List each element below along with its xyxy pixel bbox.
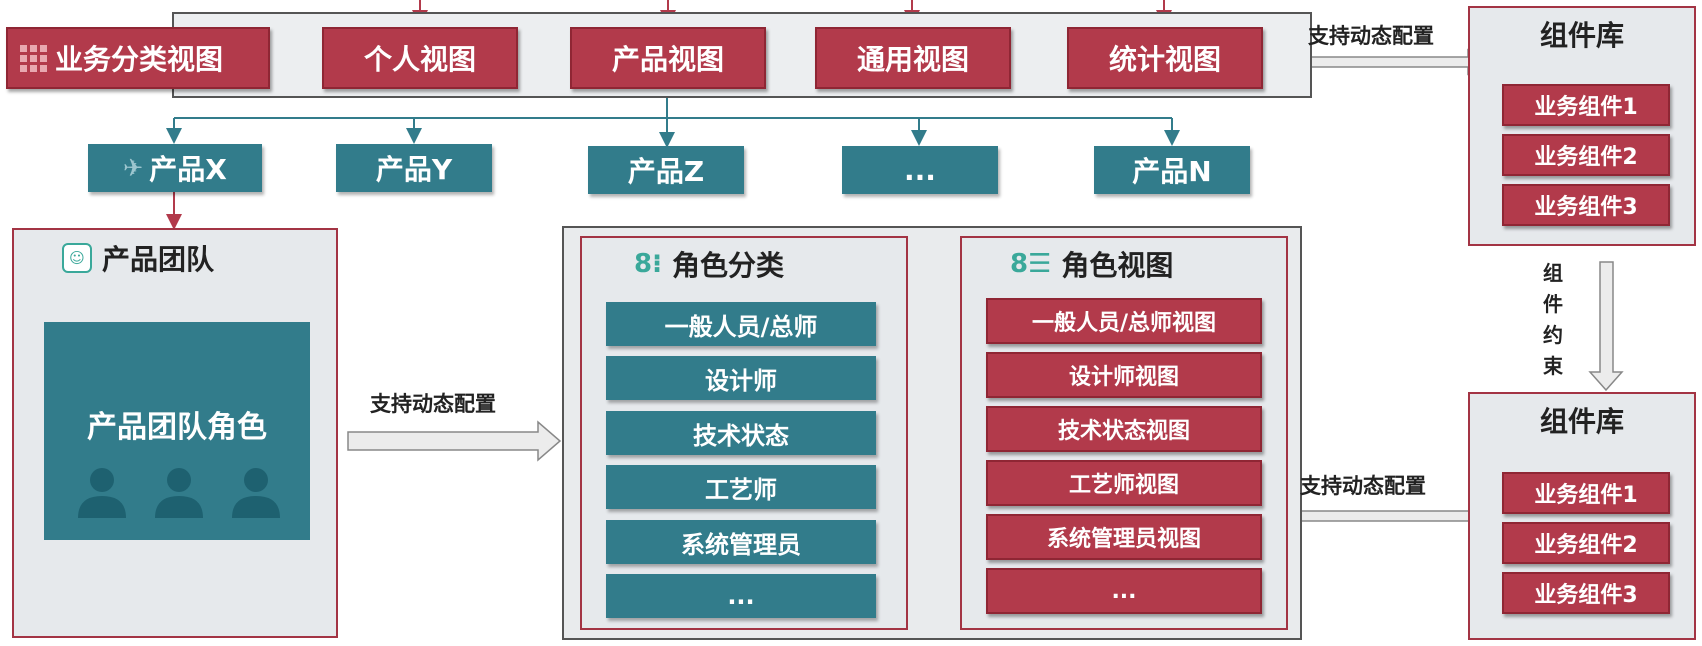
product-y: 产品Y (336, 144, 492, 192)
role-views-panel: 8☰ 角色视图 一般人员/总师视图 设计师视图 技术状态视图 工艺师视图 系统管… (960, 236, 1288, 630)
role-class-item: ... (606, 574, 876, 618)
product-team-role-label: 产品团队角色 (87, 410, 267, 445)
product-n: 产品N (1094, 146, 1250, 194)
personal-view-label: 个人视图 (363, 43, 476, 76)
product-ellipsis: ... (842, 146, 998, 194)
business-classification-label: 业务分类视图 (55, 43, 224, 76)
personal-view: 个人视图 (322, 27, 518, 89)
statistics-view-label: 统计视图 (1108, 43, 1221, 76)
role-class-item: 技术状态 (606, 411, 876, 455)
role-class-item: 设计师 (606, 356, 876, 400)
role-views-header: 8☰ 角色视图 (1010, 244, 1173, 284)
business-component-3: 业务组件3 (1502, 184, 1670, 226)
component-library-bottom: 组件库 业务组件1 业务组件2 业务组件3 (1468, 392, 1696, 640)
role-view-item: 工艺师视图 (986, 460, 1262, 506)
product-view-label: 产品视图 (611, 43, 724, 76)
business-component-1: 业务组件1 (1502, 84, 1670, 126)
product-x-label: 产品X (149, 153, 227, 186)
double-arrow-top (1288, 48, 1487, 76)
person-icon (232, 468, 280, 518)
business-component-1: 业务组件1 (1502, 472, 1670, 514)
arrow-component-constraint (1588, 261, 1624, 392)
role-classification-title: 角色分类 (671, 249, 784, 282)
role-classification-panel: 8⁝ 角色分类 一般人员/总师 设计师 技术状态 工艺师 系统管理员 ... (580, 236, 908, 630)
double-arrow-bottom (1276, 503, 1488, 529)
component-library-top-title: 组件库 (1539, 19, 1624, 52)
grid-icon (20, 44, 47, 72)
role-view-item: 设计师视图 (986, 352, 1262, 398)
role-classification-icon: 8⁝ (634, 249, 662, 279)
role-view-item: 系统管理员视图 (986, 514, 1262, 560)
product-team-role-box: 产品团队角色 (44, 322, 310, 540)
general-view-label: 通用视图 (856, 43, 969, 76)
dynamic-config-label-bottom: 支持动态配置 (1300, 474, 1426, 498)
dynamic-config-label-top: 支持动态配置 (1308, 24, 1434, 48)
component-constraint-label: 组 件 约 束 (1543, 261, 1563, 378)
role-views-title: 角色视图 (1061, 249, 1174, 282)
role-class-item: 一般人员/总师 (606, 302, 876, 346)
product-team-title: 产品团队 (102, 243, 215, 276)
product-view: 产品视图 (570, 27, 766, 89)
statistics-view: 统计视图 (1067, 27, 1263, 89)
role-views-icon: 8☰ (1010, 249, 1052, 279)
business-classification-view: 业务分类视图 (6, 27, 270, 89)
component-library-bottom-title: 组件库 (1539, 405, 1624, 438)
component-library-top: 组件库 业务组件1 业务组件2 业务组件3 (1468, 6, 1696, 246)
business-component-3: 业务组件3 (1502, 572, 1670, 614)
person-icon (78, 468, 126, 518)
role-view-item: ... (986, 568, 1262, 614)
business-component-2: 业务组件2 (1502, 522, 1670, 564)
product-x: ✈ 产品X (88, 144, 262, 192)
product-z: 产品Z (588, 146, 744, 194)
general-view: 通用视图 (815, 27, 1011, 89)
person-icons (74, 462, 284, 518)
airplane-icon: ✈ (123, 154, 144, 182)
arrow-team-to-roles (347, 420, 562, 462)
business-component-2: 业务组件2 (1502, 134, 1670, 176)
team-icon: ☺ (62, 243, 92, 273)
person-icon (155, 468, 203, 518)
dynamic-config-label-middle: 支持动态配置 (370, 392, 496, 416)
product-team-header: ☺ 产品团队 (62, 238, 214, 278)
role-class-item: 工艺师 (606, 465, 876, 509)
role-view-item: 技术状态视图 (986, 406, 1262, 452)
role-class-item: 系统管理员 (606, 520, 876, 564)
role-classification-header: 8⁝ 角色分类 (634, 244, 784, 284)
product-team-panel: ☺ 产品团队 产品团队角色 (12, 228, 338, 638)
role-view-item: 一般人员/总师视图 (986, 298, 1262, 344)
